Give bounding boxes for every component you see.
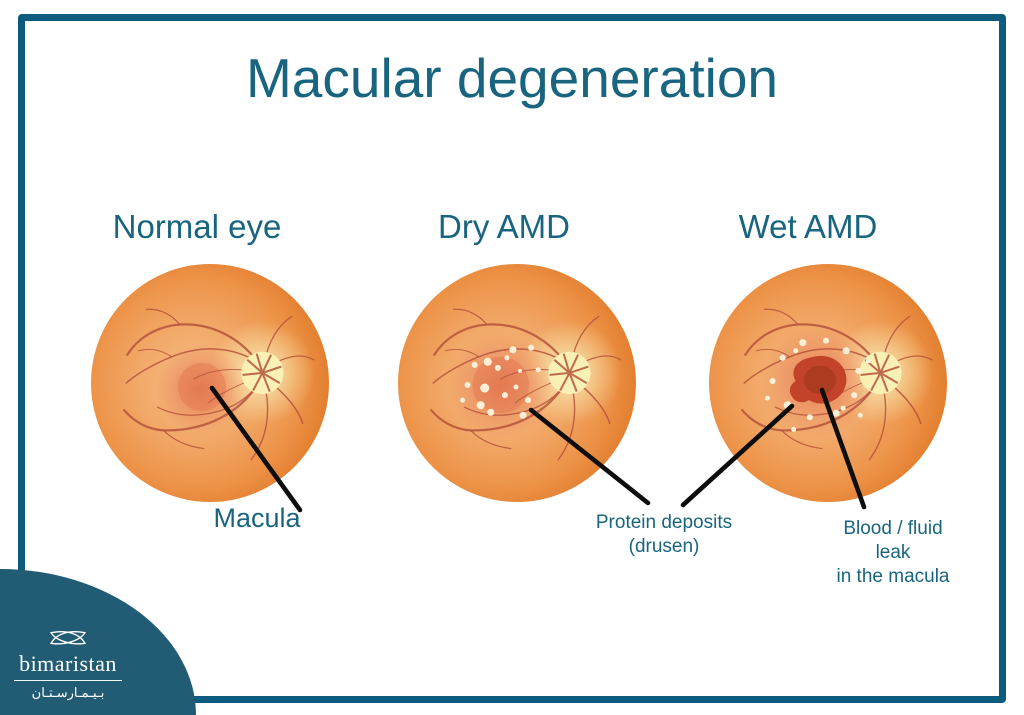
blood-leak-annotation: Blood / fluid leak in the macula bbox=[828, 517, 959, 589]
blood-leak-annotation-line2: in the macula bbox=[836, 566, 950, 587]
label-normal-eye: Normal eye bbox=[112, 208, 282, 245]
drusen-annotation-line1: Protein deposits bbox=[595, 512, 733, 533]
drusen-annotation: Protein deposits (drusen) bbox=[596, 511, 732, 559]
drusen-annotation-line2: (drusen) bbox=[628, 536, 700, 557]
wet-amd-eye-illustration bbox=[709, 264, 947, 502]
frame-border bbox=[18, 14, 1006, 703]
logo-name: bimaristan bbox=[19, 651, 117, 676]
logo-name-arabic: بـيـمـارسـتـان bbox=[31, 685, 105, 700]
normal-eye-illustration bbox=[91, 264, 329, 502]
page-title: Macular degeneration bbox=[245, 47, 778, 109]
bimaristan-logo: bimaristan بـيـمـارسـتـان bbox=[12, 627, 124, 701]
label-wet-amd: Wet AMD bbox=[738, 208, 878, 245]
blood-leak-spot bbox=[789, 355, 847, 404]
dry-amd-eye-illustration bbox=[398, 264, 636, 502]
label-dry-amd: Dry AMD bbox=[438, 208, 570, 245]
drusen-spots bbox=[460, 344, 541, 419]
crossed-leaves-icon bbox=[50, 631, 86, 645]
macula-annotation: Macula bbox=[213, 503, 301, 533]
blood-leak-annotation-line1: Blood / fluid leak bbox=[843, 518, 943, 563]
logo-divider bbox=[14, 680, 122, 681]
